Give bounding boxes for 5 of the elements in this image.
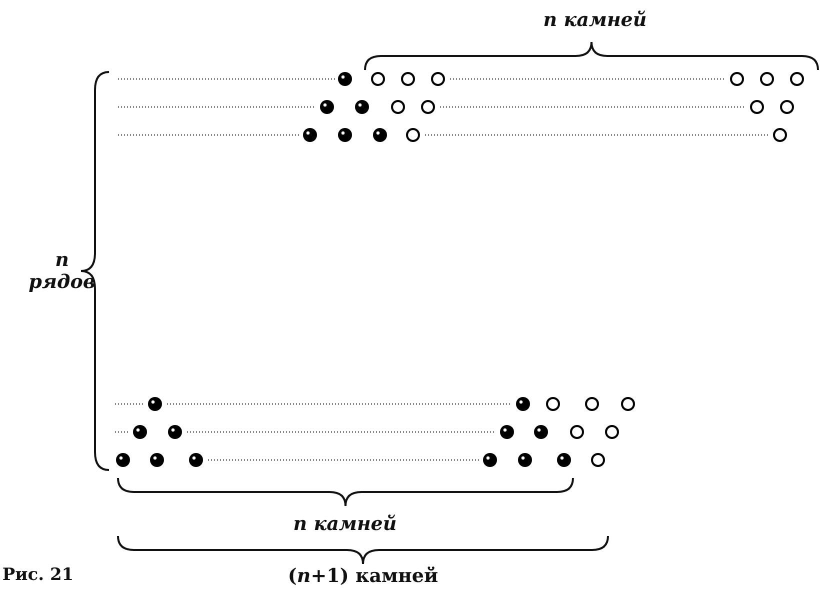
figure-caption: Рис. 21 xyxy=(2,566,74,586)
brace-label: (n+1) камней xyxy=(288,566,438,588)
brace-label: n камней xyxy=(293,514,397,536)
top-brace-label: n камней xyxy=(543,10,647,32)
row-count-label: n рядов xyxy=(28,250,96,294)
